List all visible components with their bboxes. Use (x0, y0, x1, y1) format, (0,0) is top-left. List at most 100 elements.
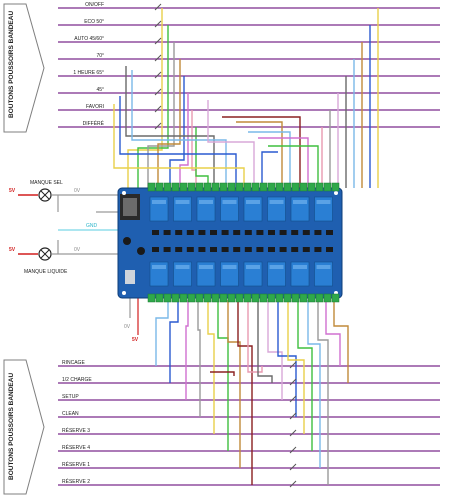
capacitor (137, 247, 145, 255)
relay-label (222, 200, 237, 204)
terminal-block (219, 293, 228, 303)
terminal-block (155, 182, 164, 192)
relay-label (316, 200, 331, 204)
button-label-onoff: ON/OFF (85, 2, 104, 8)
optocoupler (175, 247, 183, 252)
zero-v-label-board: 0V (124, 324, 131, 330)
optocoupler (186, 247, 194, 252)
optocoupler (163, 247, 171, 252)
button-label-reserve3: RÉSERVE 3 (62, 427, 90, 434)
zero-v-label-bottom: 0V (74, 247, 81, 253)
terminal-block (251, 293, 260, 303)
relay-label (316, 265, 331, 269)
bottom-switch-symbols (289, 361, 297, 488)
five-v-label-bottom: 5V (9, 247, 16, 253)
optocoupler (279, 230, 287, 235)
button-label-auto: AUTO 45/60° (74, 36, 104, 42)
button-label-1heure: 1 HEURE 65° (73, 70, 104, 76)
button-label-favori: FAVORI (86, 104, 104, 110)
terminal-block (163, 293, 172, 303)
terminal-block (299, 293, 308, 303)
relay-label (246, 265, 260, 269)
optocoupler (302, 230, 310, 235)
optocoupler (152, 247, 159, 252)
terminal-block (179, 182, 188, 192)
terminal-block (171, 182, 180, 192)
optocoupler (314, 230, 322, 235)
optocoupler (233, 230, 241, 235)
optocoupler (221, 247, 229, 252)
button-label-setup: SETUP (62, 394, 79, 400)
terminal-block (187, 182, 196, 192)
top-bus-lines (58, 7, 440, 128)
bottom-bus-lines (58, 365, 440, 486)
optocoupler (210, 230, 217, 235)
terminal-block (267, 293, 276, 303)
terminal-block (235, 182, 244, 192)
relay-label (246, 200, 260, 204)
gnd-label: GND (86, 223, 98, 229)
optocoupler (244, 230, 252, 235)
relay-label (222, 265, 237, 269)
optocoupler (210, 247, 217, 252)
terminal-block (323, 293, 332, 303)
optocoupler (291, 247, 299, 252)
button-label-reserve4: RÉSERVE 4 (62, 444, 90, 451)
lamp-label-manque-sel: MANQUE SEL (30, 180, 63, 186)
relay-label (175, 265, 190, 269)
terminal-block (195, 293, 204, 303)
relay-label (152, 200, 166, 204)
terminal-block (195, 182, 204, 192)
button-label-clean: CLEAN (62, 411, 79, 417)
optocoupler (152, 230, 159, 235)
lamp-manque-sel (18, 188, 118, 202)
optocoupler (163, 230, 171, 235)
optocoupler (233, 247, 241, 252)
relay-label (199, 200, 213, 204)
top-arrow (3, 3, 45, 133)
terminal-block (227, 293, 236, 303)
terminal-block (299, 182, 308, 192)
terminal-block (243, 293, 252, 303)
relay-label (293, 265, 307, 269)
terminal-block (307, 293, 316, 303)
optocoupler (268, 230, 275, 235)
terminal-block (147, 182, 156, 192)
optocoupler (221, 230, 229, 235)
terminal-block (283, 293, 292, 303)
capacitor (123, 237, 131, 245)
terminal-block (331, 182, 340, 192)
terminal-block (211, 293, 220, 303)
terminal-block (179, 293, 188, 303)
terminal-block (291, 182, 300, 192)
optocoupler (244, 247, 252, 252)
button-label-eco: ECO 50° (84, 19, 104, 25)
terminal-block (251, 182, 260, 192)
zero-v-label-top: 0V (74, 188, 81, 194)
terminal-block (147, 293, 156, 303)
optocoupler (198, 230, 206, 235)
optocoupler (268, 247, 275, 252)
relay-label (199, 265, 213, 269)
terminal-block (203, 293, 212, 303)
top-wires (113, 8, 379, 188)
terminal-block (283, 182, 292, 192)
relay-label (152, 265, 166, 269)
optocoupler (256, 247, 264, 252)
terminal-block (211, 182, 220, 192)
terminal-block (275, 293, 284, 303)
optocoupler (302, 247, 310, 252)
terminal-block (291, 293, 300, 303)
button-label-reserve2: RÉSERVE 2 (62, 478, 90, 485)
terminal-block (203, 182, 212, 192)
terminal-strip-bottom (147, 293, 340, 303)
power-wires (57, 195, 139, 335)
terminal-block (187, 293, 196, 303)
optocoupler (279, 247, 287, 252)
terminal-block (227, 182, 236, 192)
terminal-block (315, 293, 324, 303)
esp32-shield (123, 198, 137, 216)
top-side-label: BOUTONS POUSSOIRS BANDEAU (8, 11, 15, 118)
